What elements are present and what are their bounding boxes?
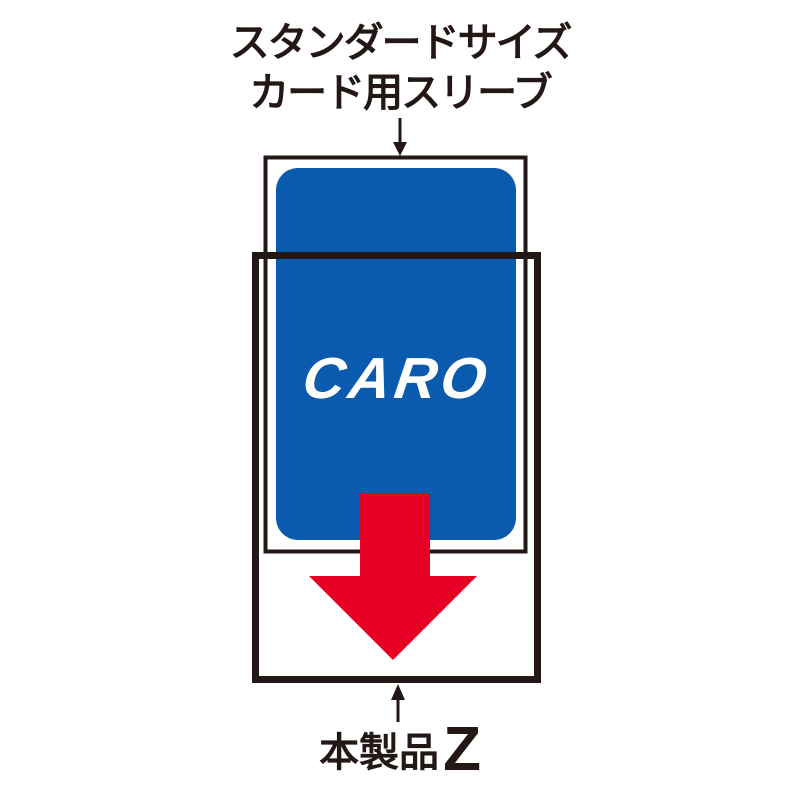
product-z-label: 本製品Z [0, 719, 800, 781]
standard-sleeve-label: スタンダードサイズ カード用スリーブ [0, 18, 800, 118]
down-pointer-icon [393, 118, 407, 156]
card [276, 168, 516, 540]
product-z-sleeve-outline [252, 252, 541, 683]
product-z-label-suffix: Z [443, 715, 481, 784]
standard-sleeve-label-line2: カード用スリーブ [249, 70, 553, 116]
standard-sleeve-label-line1: スタンダードサイズ [229, 20, 573, 66]
insert-direction-arrow-icon [309, 493, 477, 660]
card-logo: CARO [299, 346, 495, 411]
product-z-label-text: 本製品 [319, 730, 440, 776]
up-pointer-icon [391, 684, 405, 722]
